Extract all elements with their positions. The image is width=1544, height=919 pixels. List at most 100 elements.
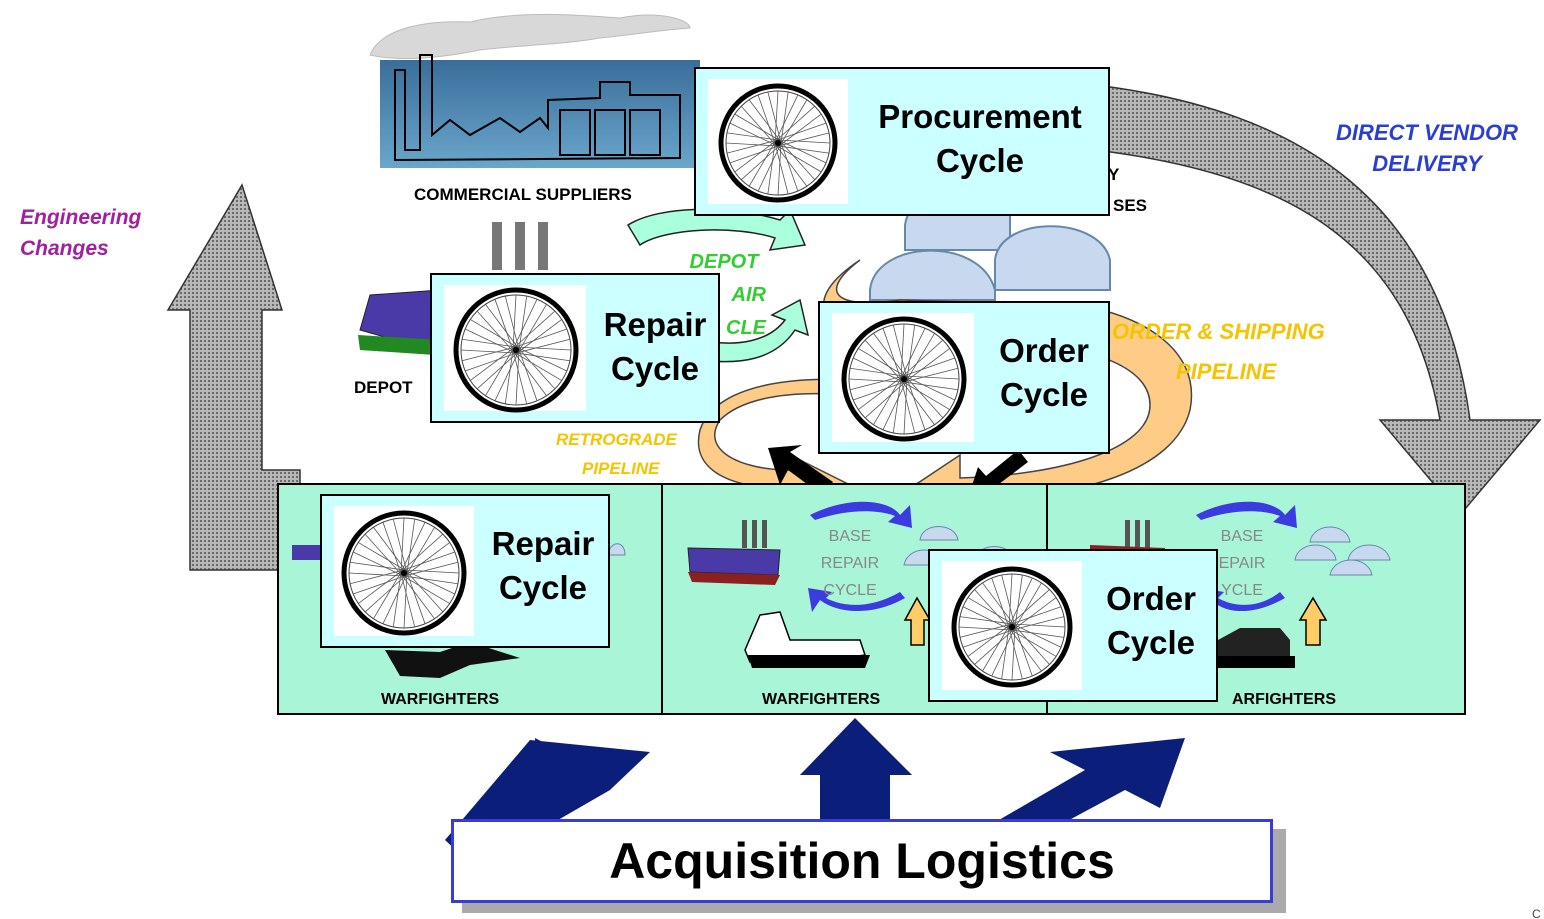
wheel-spoke [779, 140, 816, 181]
wheel-spoke [516, 338, 571, 354]
wheel-spoke [906, 377, 926, 430]
wheel-spoke [1012, 616, 1065, 631]
direct-vendor-delivery-label: DIRECT VENDOR DELIVERY [1310, 117, 1544, 179]
smokestacks-icon [492, 222, 548, 270]
wheel-spoke [1010, 606, 1062, 625]
wheel-spoke [512, 299, 538, 350]
wheel-spoke [404, 561, 459, 577]
wheel-hub [901, 376, 907, 382]
wheel-spoke [901, 339, 944, 378]
wheel-spoke [779, 113, 822, 146]
wheel-spoke [858, 348, 906, 377]
wheel-spoke [504, 295, 520, 350]
wheel-hub [513, 347, 519, 353]
wheel-spoke [902, 381, 950, 410]
wheel-spoke [729, 122, 778, 147]
wheel-spoke [740, 144, 781, 181]
wheel-spoke [962, 606, 1012, 631]
depot-repair-arrow-top [626, 208, 807, 251]
retrograde-black-arrow [768, 445, 833, 495]
base-repair-arrow-bottom-middle [808, 588, 905, 612]
wheel-spoke [364, 533, 403, 576]
smoke-cloud [369, 13, 691, 60]
wheel-spoke [1009, 589, 1050, 626]
order-cycle-bottom-label: Order Cycle [1086, 577, 1216, 665]
wheel-spoke [858, 376, 903, 410]
wheel-spoke [900, 323, 905, 380]
wheel-spoke [392, 572, 402, 627]
wheel-spoke [494, 299, 514, 352]
wheel-spoke [848, 378, 905, 383]
wheel-spoke [516, 346, 567, 372]
order-shipping-pipeline-label: ORDER & SHIPPING PIPELINE [1112, 312, 1325, 392]
wheel-spoke [904, 367, 959, 383]
wheel-spoke [401, 574, 435, 619]
wheel-spoke [864, 339, 903, 382]
order-cycle-card-bottom: Order Cycle [928, 549, 1218, 702]
base-repair-arrow-top-right [1196, 501, 1297, 528]
depot-repair-text3: CLE [726, 317, 766, 339]
wheel-spoke [353, 551, 404, 577]
wheel-spoke [403, 572, 408, 629]
warehouses-label-top: Y [1108, 165, 1120, 184]
procurement-line1: Procurement [878, 98, 1082, 135]
wheel-spoke [780, 141, 799, 192]
wheel-spoke [406, 527, 435, 575]
wheel-spoke [348, 572, 405, 577]
base-repair-cycle-middle: BASE REPAIR CYCLE [810, 523, 890, 604]
wheel-spoke [873, 377, 902, 425]
wheel-spoke [757, 143, 782, 192]
wheel-spoke [740, 105, 777, 146]
wheel-spoke [958, 626, 1013, 631]
commercial-suppliers-image [380, 54, 700, 168]
wheel-spoke [465, 352, 518, 372]
depot-repair-text2: AIR [731, 284, 766, 306]
wheel-spoke [364, 574, 407, 613]
wheel-spoke [974, 589, 1011, 630]
engineering-line2: Changes [20, 237, 109, 260]
wheel-spoke [461, 346, 516, 362]
wheel-spoke [353, 575, 406, 595]
wheel-spoke [906, 333, 935, 381]
wheel-spoke [382, 573, 408, 624]
depot-factory-icon [358, 289, 441, 355]
wheel-spoke [403, 575, 458, 585]
warfighters-label-middle: WARFIGHTERS [762, 691, 881, 708]
warehouses-label: SES [1113, 196, 1148, 215]
base-repair-middle-1: BASE [828, 528, 872, 545]
wheel-spoke [900, 328, 926, 379]
wheel-spoke [1014, 625, 1033, 677]
ship-icon [744, 611, 870, 668]
order-shipping-line1: ORDER & SHIPPING [1112, 319, 1325, 344]
engineering-line1: Engineering [20, 206, 142, 229]
direct-vendor-line2: DELIVERY [1372, 151, 1482, 176]
depot-repair-cycle-card: Repair Cycle [430, 273, 720, 423]
wheel-spoke [905, 348, 950, 382]
wheel-spoke [729, 145, 780, 164]
order-cycle-card-top: Order Cycle [818, 301, 1110, 454]
wheel-spoke [904, 375, 955, 401]
wheel-spoke [400, 517, 405, 574]
page-number: C [1532, 907, 1541, 919]
wheel-spoke [512, 294, 517, 351]
warfighter-repair-cycle-label: Repair Cycle [478, 522, 608, 610]
wheel-spoke [400, 573, 416, 628]
depot-label: DEPOT [354, 378, 413, 397]
base-factory-icon-left [292, 545, 325, 560]
procurement-cycle-label: Procurement Cycle [852, 95, 1108, 183]
wheel-spoke [470, 319, 518, 348]
procurement-line2: Cycle [935, 142, 1025, 179]
wheel-spoke [504, 349, 514, 404]
wheel-icon [841, 316, 967, 442]
warf-repair-line1: Repair [491, 525, 595, 562]
wheel-spoke [850, 367, 905, 377]
wheel-spoke [515, 352, 570, 362]
wheel-spoke [402, 551, 455, 571]
wheel-icon [341, 510, 467, 636]
wheel-spoke [494, 350, 520, 401]
wheel-spoke [853, 381, 906, 401]
base-warehouses-right [1294, 526, 1391, 576]
wheel-spoke [778, 132, 830, 147]
wheel-spoke [900, 379, 916, 434]
wheel-spoke [853, 357, 904, 383]
